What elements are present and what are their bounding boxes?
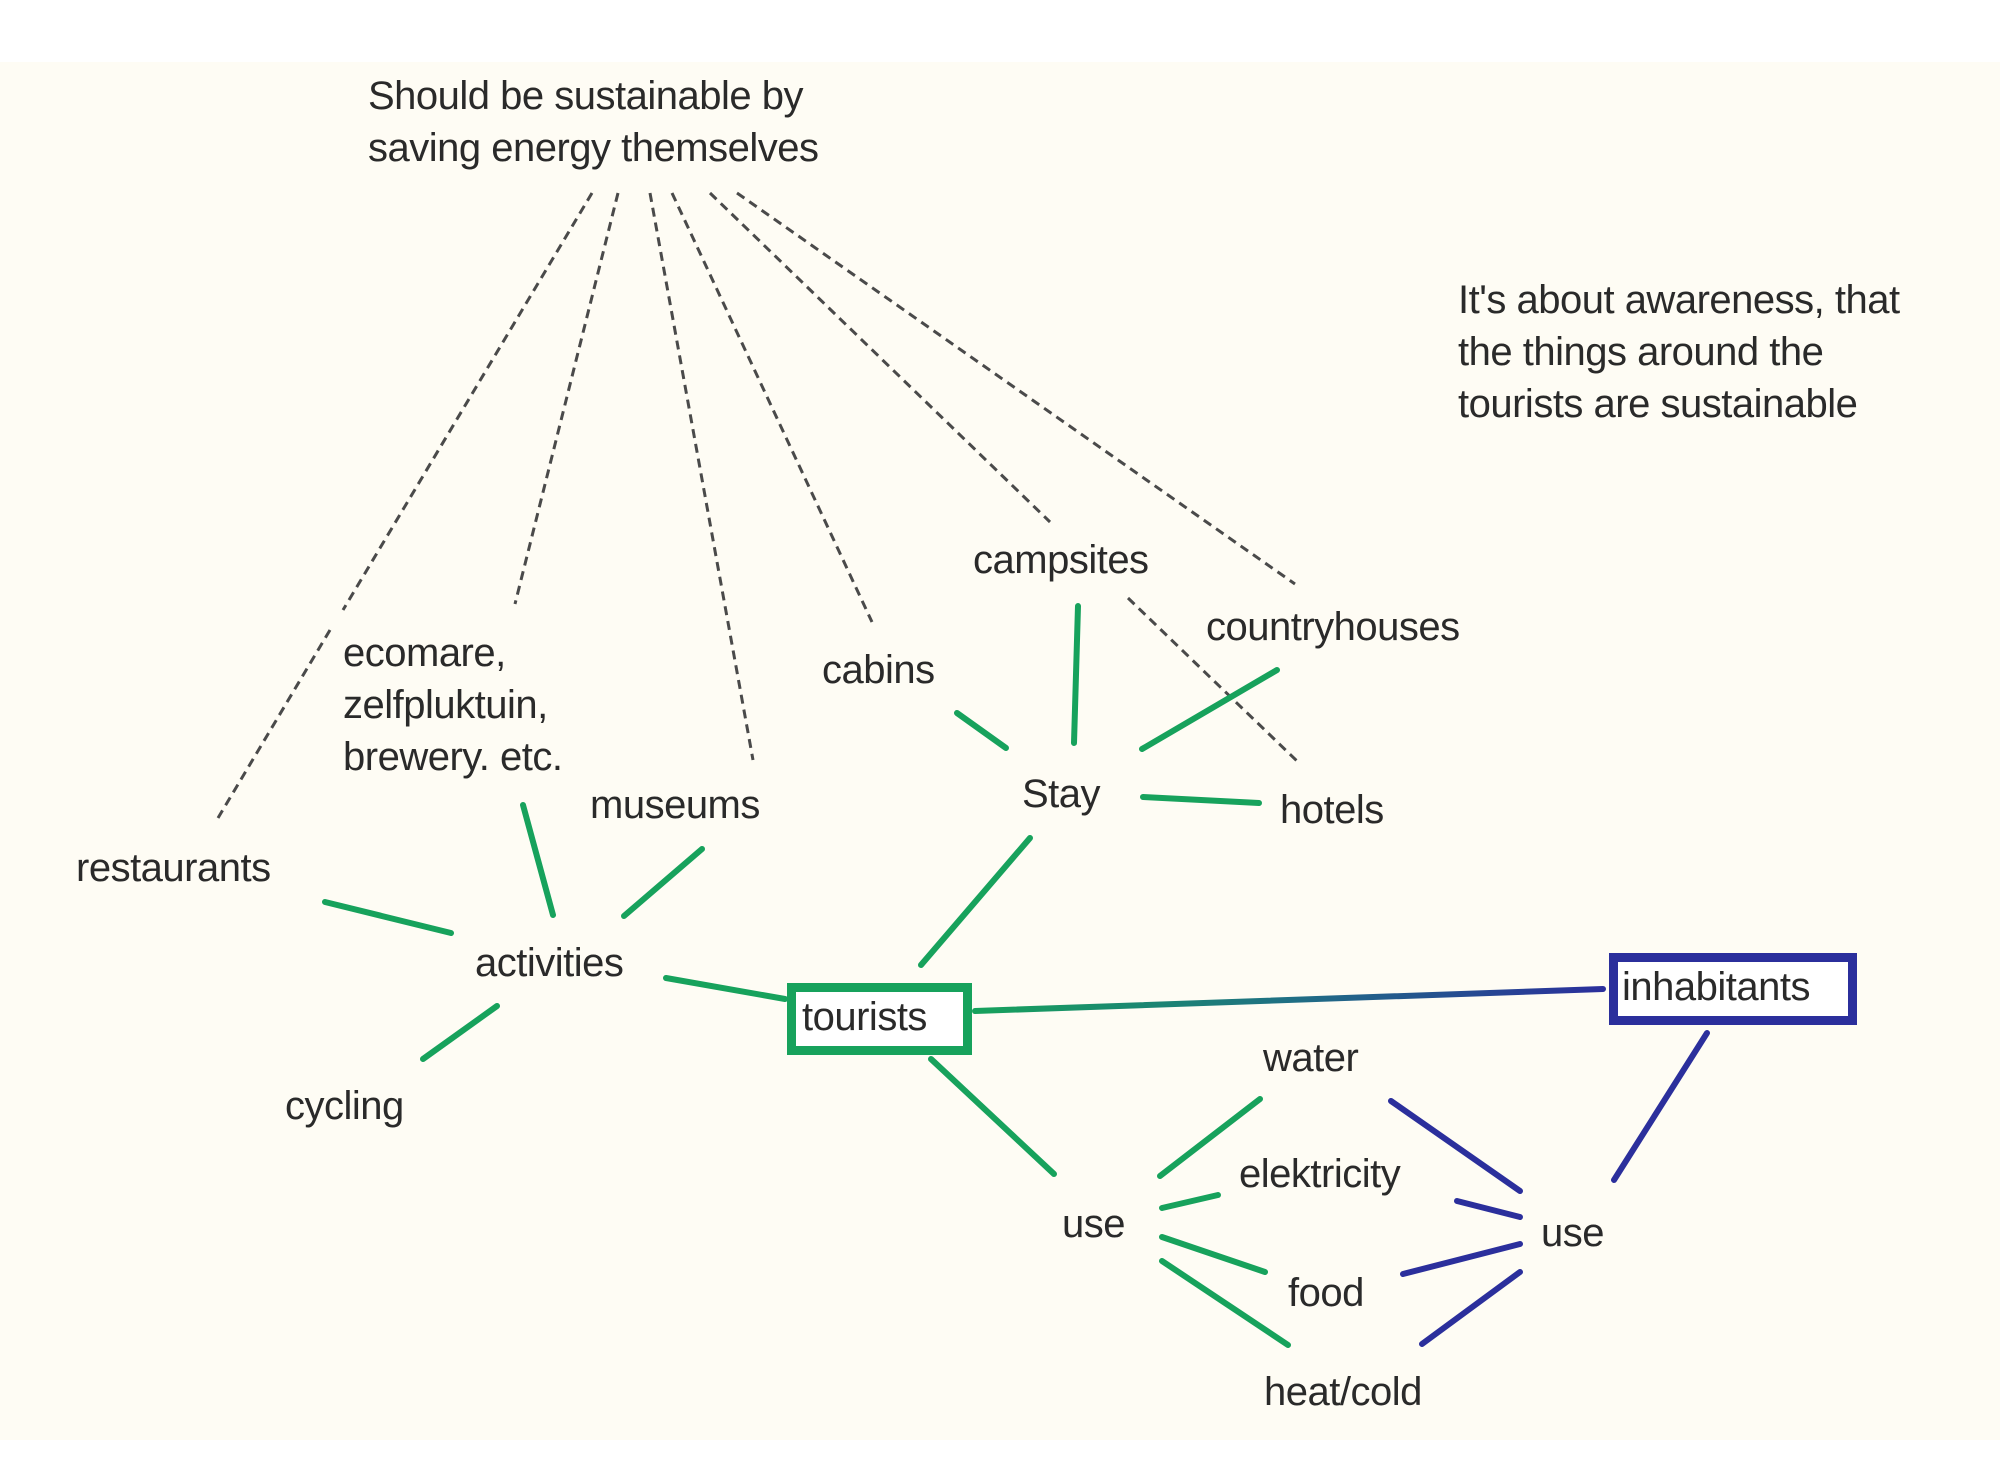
top-note-line: Should be sustainable by: [368, 74, 804, 118]
node-hotels: hotels: [1280, 788, 1384, 832]
side-note-line: It's about awareness, that: [1458, 278, 1900, 322]
link-heat-cold-use: [1419, 1269, 1523, 1347]
top-note-line: saving energy themselves: [368, 126, 819, 170]
node-cycling: cycling: [285, 1084, 404, 1128]
dashed-link-museums: [648, 192, 755, 761]
node-ecomare-line: ecomare,: [343, 631, 506, 675]
link-activities-cycling: [420, 1003, 500, 1062]
link-campsites-stay: [1071, 603, 1081, 746]
node-tourists: tourists: [802, 995, 927, 1039]
link-inhabitants-use: [1611, 1030, 1710, 1183]
node-activities: activities: [475, 941, 624, 985]
side-note: It's about awareness, that the things ar…: [1458, 274, 1900, 430]
dashed-link-cabins: [670, 192, 874, 623]
node-campsites: campsites: [973, 538, 1149, 582]
dashed-link-campsites: [708, 191, 1052, 524]
link-activities-tourists: [663, 975, 788, 1002]
link-stay-hotels: [1140, 794, 1262, 806]
diagram-background: [0, 62, 2000, 1440]
dashed-link-ecomare: [513, 192, 620, 605]
top-note: Should be sustainable by saving energy t…: [368, 70, 819, 174]
node-water: water: [1263, 1036, 1359, 1080]
dashed-link-campsites-hotels: [1126, 596, 1300, 764]
link-use-water: [1157, 1096, 1263, 1179]
node-use-inhabitants: use: [1541, 1211, 1605, 1255]
link-tourists-use: [928, 1056, 1057, 1177]
side-note-line: the things around the: [1458, 330, 1824, 374]
node-ecomare-line: zelfpluktuin,: [343, 683, 548, 727]
link-ecomare-activities: [520, 802, 556, 918]
link-restaurants-activities: [322, 899, 454, 936]
dashed-link-countryhouses: [736, 191, 1296, 586]
link-food-use: [1400, 1241, 1523, 1277]
link-countryhouses-stay: [1139, 667, 1280, 752]
node-inhabitants: inhabitants: [1622, 965, 1810, 1009]
link-stay-tourists: [918, 835, 1033, 968]
dashed-link-restaurants-lower: [216, 629, 332, 819]
dashed-link-restaurants: [341, 192, 594, 611]
node-restaurants: restaurants: [76, 846, 271, 890]
node-tourists-box: tourists: [787, 983, 972, 1055]
node-inhabitants-box: inhabitants: [1609, 953, 1857, 1025]
node-elektricity: elektricity: [1239, 1152, 1401, 1196]
link-use-food: [1159, 1234, 1268, 1275]
node-museums: museums: [590, 783, 760, 827]
link-use-heat-cold: [1159, 1258, 1291, 1348]
side-note-line: tourists are sustainable: [1458, 382, 1858, 426]
link-use-elektricity: [1159, 1192, 1221, 1211]
link-water-use: [1388, 1098, 1523, 1194]
node-cabins: cabins: [822, 648, 935, 692]
node-ecomare-line: brewery. etc.: [343, 735, 563, 779]
node-ecomare: ecomare, zelfpluktuin, brewery. etc.: [343, 627, 563, 783]
node-heat-cold: heat/cold: [1264, 1370, 1422, 1414]
node-use-tourists: use: [1062, 1202, 1126, 1246]
node-stay: Stay: [1022, 772, 1101, 816]
link-museums-activities: [621, 846, 705, 919]
link-tourists-inhabitants: [972, 986, 1606, 1014]
link-elektricity-use: [1454, 1198, 1523, 1220]
link-cabins-stay: [954, 710, 1009, 751]
node-countryhouses: countryhouses: [1206, 605, 1460, 649]
node-food: food: [1288, 1271, 1364, 1315]
